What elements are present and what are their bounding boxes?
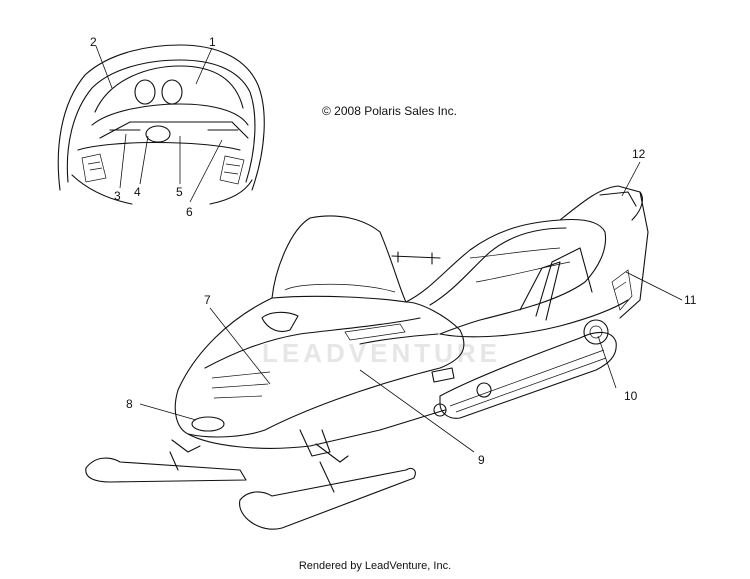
callout-3: 3	[114, 189, 121, 203]
callout-9: 9	[478, 453, 485, 467]
callouts: 1 2 3 4 5 6 7 8 9 10 11 12	[90, 35, 697, 467]
copyright-text: © 2008 Polaris Sales Inc.	[322, 104, 457, 118]
callout-11: 11	[684, 293, 697, 307]
dashboard-inset	[57, 44, 265, 205]
footer-credit: Rendered by LeadVenture, Inc.	[298, 560, 452, 572]
callout-5: 5	[176, 185, 183, 199]
callout-10: 10	[624, 389, 638, 403]
callout-6: 6	[186, 205, 193, 219]
snowmobile	[85, 185, 649, 530]
callout-4: 4	[134, 185, 141, 199]
callout-12: 12	[632, 147, 646, 161]
callout-8: 8	[126, 397, 133, 411]
watermark: LEADVENTURE	[262, 338, 501, 368]
leader-lines	[95, 45, 683, 453]
callout-1: 1	[209, 35, 216, 49]
callout-7: 7	[204, 293, 211, 307]
callout-2: 2	[90, 35, 97, 49]
